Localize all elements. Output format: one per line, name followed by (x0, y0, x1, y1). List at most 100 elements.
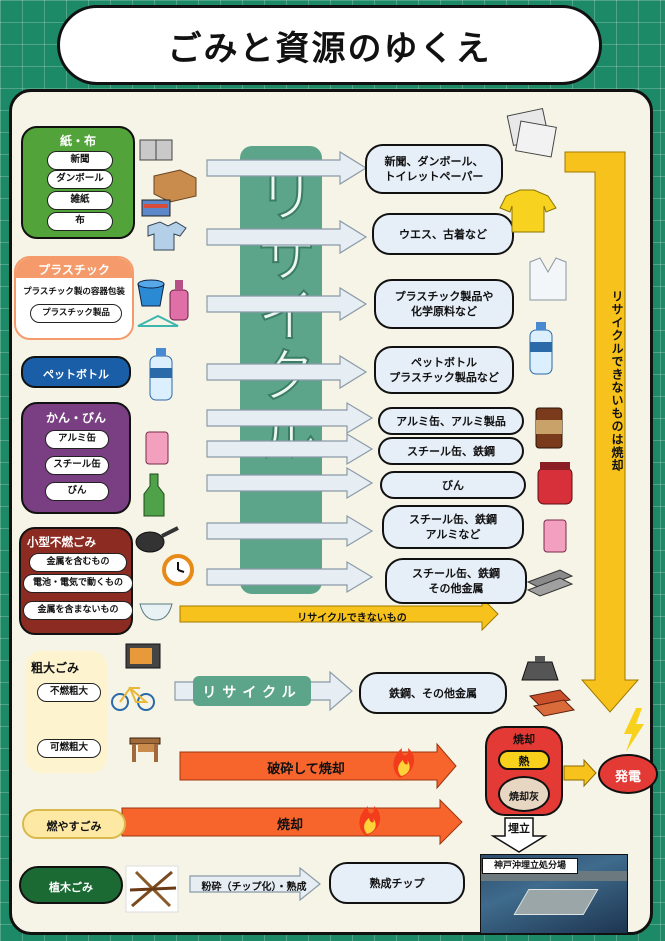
cardboard-icon (153, 169, 197, 203)
item-bottle: びん (45, 482, 109, 501)
paper-bundle-icon (139, 139, 173, 161)
arrow-can-1 (206, 401, 374, 435)
category-plastic: プラスチック プラスチック製の容器包装 プラスチック製品 (14, 256, 134, 340)
item-newspaper: 新聞 (47, 151, 113, 170)
steel-bars-icon (526, 569, 574, 597)
shirt-icon (147, 221, 187, 251)
category-bulky: 粗大ごみ 不燃粗大 可燃粗大 (25, 651, 107, 773)
flame-icon (359, 806, 381, 836)
pet-bottle-icon (149, 348, 173, 401)
dest-aluminum: アルミ缶、アルミ製品 (378, 407, 524, 435)
dest-steel-can: スチール缶、鉄鋼 (378, 437, 524, 465)
item-battery-electric: 電池・電気で動くもの (23, 574, 133, 593)
page-title: ごみと資源のゆくえ (57, 5, 602, 85)
gray-arrows (174, 150, 374, 902)
branches-icon (125, 865, 179, 913)
item-burnable-bulky: 可燃粗大 (37, 739, 101, 758)
arrow-pet (206, 354, 368, 390)
incineration-label: 焼却 (513, 733, 535, 746)
dest-rags: ウエス、古着など (372, 213, 514, 255)
heat-pill (498, 750, 550, 770)
category-paper: 紙・布 新聞 ダンボール 雑紙 布 (21, 126, 135, 239)
item-misc-paper: 雑紙 (47, 191, 113, 210)
arrow-small-2 (206, 560, 374, 594)
bucket-icon (137, 279, 165, 307)
category-burnable-title: 燃やすごみ (46, 820, 102, 833)
arrow-not-recyclable (179, 596, 499, 632)
site-city (481, 871, 627, 881)
category-pet-title: ペットボトル (43, 368, 109, 381)
juice-can-icon (145, 431, 169, 465)
desk-icon (129, 737, 161, 762)
category-small-title: 小型不燃ごみ (27, 535, 96, 549)
label-burn: 焼却 (276, 818, 303, 833)
category-pet: ペットボトル (21, 356, 131, 388)
arrow-tree (189, 866, 321, 902)
arrow-can-2 (206, 432, 374, 466)
site-label: 神戸沖埋立処分場 (482, 858, 578, 874)
arrow-small-1 (206, 514, 374, 548)
plastic-bag-icon (529, 257, 567, 301)
bowl-icon (139, 603, 173, 621)
label-chip: 粉砕（チップ化）・熟成 (201, 882, 307, 893)
dest-bottle: びん (380, 471, 526, 499)
dest-steel-other: スチール缶、鉄鋼 その他金属 (385, 558, 527, 604)
microwave-icon (125, 643, 161, 669)
pet-bottle-icon (529, 322, 553, 375)
item-nonburnable-bulky: 不燃粗大 (37, 683, 101, 702)
arrow-can-3 (206, 466, 374, 500)
arrow-landfill (490, 817, 548, 853)
green-bottle-icon (143, 473, 165, 517)
arrow-heat-power (563, 758, 597, 788)
label-not-recyclable-burn: リサイクルできないものは焼却 (610, 290, 624, 472)
category-plastic-header (16, 258, 132, 278)
bicycle-icon (111, 686, 155, 711)
coffee-can-icon (535, 407, 563, 449)
jam-jar-icon (537, 462, 573, 505)
category-tree: 植木ごみ (19, 866, 123, 904)
item-cardboard: ダンボール (47, 170, 113, 189)
label-crush-burn: 破砕して焼却 (267, 762, 345, 777)
dest-pet-products: ペットボトル プラスチック製品など (374, 346, 514, 394)
label-not-recyclable: リサイクルできないもの (297, 613, 407, 624)
item-metal: 金属を含むもの (29, 553, 127, 572)
alarm-clock-icon (162, 554, 194, 586)
flame-icon (393, 748, 415, 778)
newspaper-icon (506, 107, 557, 158)
category-paper-title: 紙・布 (59, 134, 96, 148)
dest-aged-chip: 熟成チップ (329, 862, 465, 904)
recycle-small-label: リサイクル (202, 685, 302, 701)
item-cloth: 布 (47, 212, 113, 231)
category-burnable: 燃やすごみ (22, 809, 126, 839)
arrow-not-recyclable-burn (564, 151, 640, 713)
dest-steel-aluminum: スチール缶、鉄鋼 アルミなど (382, 505, 524, 549)
scrap-metal-icon (528, 689, 576, 717)
weight-icon (521, 656, 559, 681)
arrow-paper-2 (206, 219, 368, 255)
ash-label: 焼却灰 (509, 792, 539, 803)
category-can-title: かん・びん (45, 411, 106, 425)
power-label: 発電 (614, 770, 641, 785)
ash-circle (498, 776, 550, 812)
hanger-icon (137, 314, 179, 327)
arrow-plastic (206, 286, 368, 322)
arrow-crush-burn (179, 742, 457, 790)
frying-pan-icon (135, 526, 179, 553)
dest-newspaper: 新聞、ダンボール、 トイレットペーパー (365, 144, 503, 194)
arrow-paper-1 (206, 150, 368, 186)
item-plastic-container: プラスチック製の容器包装 (18, 284, 130, 301)
dest-plastic-products: プラスチック製品や 化学原料など (374, 279, 514, 329)
category-plastic-title: プラスチック (38, 263, 110, 277)
tshirt-icon (499, 189, 557, 233)
lightning-icon (624, 708, 644, 752)
juice-can-icon (543, 519, 567, 553)
category-bulky-title: 粗大ごみ (31, 661, 80, 675)
item-no-metal: 金属を含まないもの (23, 601, 133, 620)
dest-iron-other: 鉄鋼、その他金属 (359, 672, 507, 714)
power-circle (598, 754, 658, 794)
item-plastic-product: プラスチック製品 (30, 304, 122, 323)
recycle-small-bar (193, 676, 311, 706)
magazine-icon (141, 199, 171, 217)
